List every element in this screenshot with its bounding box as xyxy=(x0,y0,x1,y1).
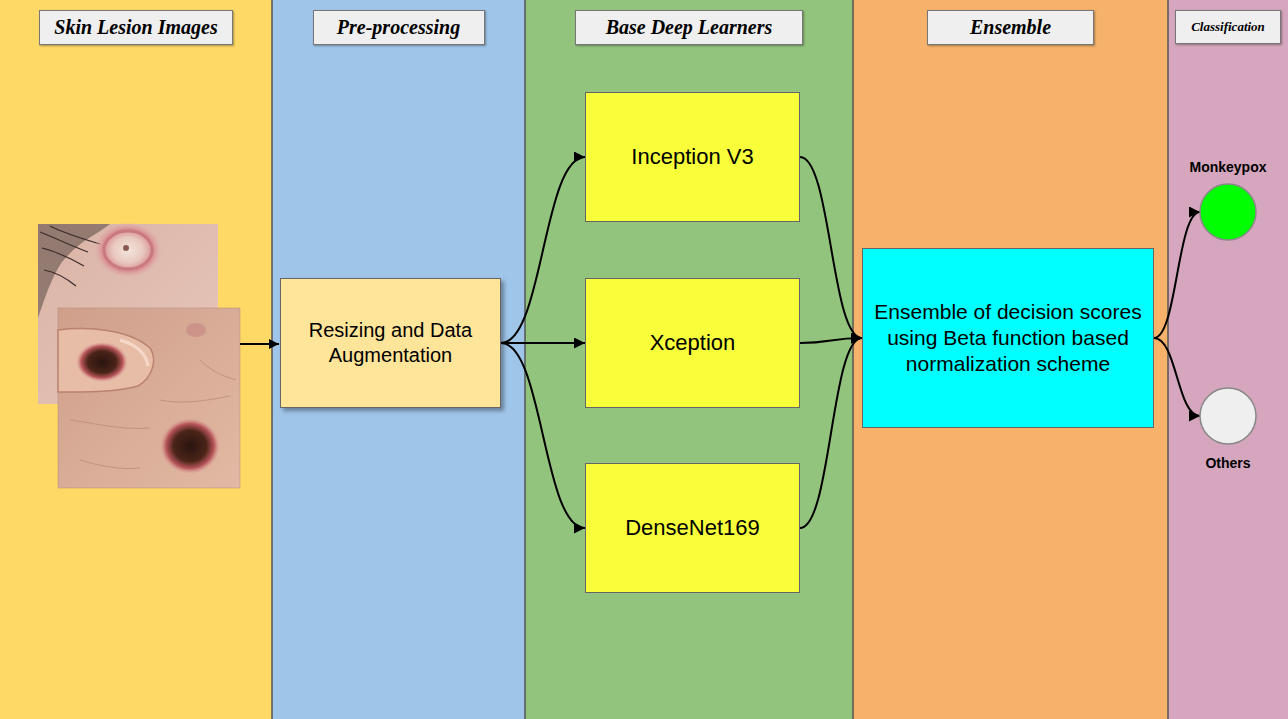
photo-hair xyxy=(40,226,100,286)
flow-arrow xyxy=(501,342,585,344)
ensemble-box: Ensemble of decision scores using Beta f… xyxy=(862,248,1154,428)
band-border xyxy=(852,0,854,719)
band-fill xyxy=(525,0,853,719)
column-heading: Skin Lesion Images xyxy=(39,10,233,45)
class-circle xyxy=(1198,182,1258,242)
lesion-photo xyxy=(58,308,240,488)
photo-lesion xyxy=(123,245,129,251)
column-band: ClassificationMonkeypoxOthers xyxy=(1168,0,1288,719)
photo-texture xyxy=(70,360,236,469)
flow-arrow xyxy=(800,338,862,528)
photo-lesion xyxy=(76,342,128,382)
class-label: Monkeypox xyxy=(1189,158,1266,176)
band-fill xyxy=(1168,0,1288,719)
box-label: Ensemble of decision scores using Beta f… xyxy=(873,299,1143,378)
column-band: Base Deep LearnersInception V3 XceptionDe… xyxy=(525,0,853,719)
column-heading: Pre-processing xyxy=(313,10,485,45)
band-fill xyxy=(272,0,525,719)
class-node: Others xyxy=(1173,386,1283,472)
input-arrow xyxy=(240,343,279,345)
box-label: Resizing and Data Augmentation xyxy=(291,318,490,368)
class-node: Monkeypox xyxy=(1173,158,1283,242)
band-fill xyxy=(0,0,272,719)
column-band: Skin Lesion Images xyxy=(0,0,272,719)
flow-arrow xyxy=(501,157,585,343)
band-border xyxy=(1167,0,1169,719)
photo-lesion xyxy=(160,418,220,474)
flow-arrow xyxy=(1154,212,1200,338)
photo-lesion xyxy=(186,323,206,337)
flow-arrow xyxy=(1154,338,1200,416)
column-band: Pre-processingResizing and Data Augmenta… xyxy=(272,0,525,719)
model-box: Xception xyxy=(585,278,800,408)
flow-arrow xyxy=(800,338,862,343)
box-label: Xception xyxy=(650,329,736,357)
band-border xyxy=(271,0,273,719)
column-heading: Classification xyxy=(1175,10,1281,44)
column-heading: Ensemble xyxy=(927,10,1094,45)
class-label: Others xyxy=(1205,454,1250,472)
band-fill xyxy=(853,0,1168,719)
photo-skin xyxy=(58,308,240,488)
column-heading: Base Deep Learners xyxy=(575,10,803,45)
class-circle-shape xyxy=(1200,388,1256,444)
model-box: Inception V3 xyxy=(585,92,800,222)
flow-arrow xyxy=(800,157,862,338)
box-label: Inception V3 xyxy=(631,143,753,171)
photo-lesion xyxy=(104,231,152,269)
photo-lesion xyxy=(94,222,162,278)
process-box: Resizing and Data Augmentation xyxy=(280,278,501,408)
photo-finger xyxy=(58,329,154,392)
box-label: DenseNet169 xyxy=(625,514,760,542)
column-band: EnsembleEnsemble of decision scores usin… xyxy=(853,0,1168,719)
model-box: DenseNet169 xyxy=(585,463,800,593)
band-border xyxy=(524,0,526,719)
flow-arrow xyxy=(501,343,585,528)
class-circle-shape xyxy=(1200,184,1256,240)
class-circle xyxy=(1198,386,1258,446)
